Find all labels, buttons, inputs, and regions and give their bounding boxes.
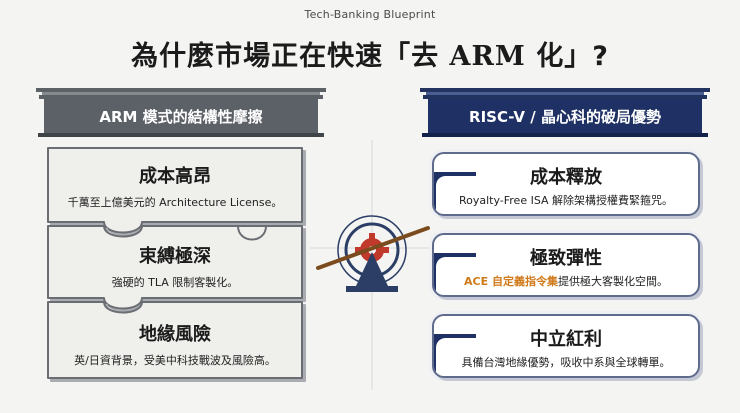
left-header-label: ARM 模式的結構性摩擦 <box>44 99 318 133</box>
left-item-2-title: 束縛極深 <box>139 246 211 267</box>
puzzle-side-tab <box>237 225 267 241</box>
card-notch-1 <box>434 172 476 214</box>
right-item-2-desc: ACE 自定義指令集提供極大客製化空間。 <box>434 273 698 289</box>
right-item-3-desc: 具備台灣地緣優勢，吸收中系與全球轉單。 <box>461 356 671 369</box>
title-prefix: 為什麼市場正在快速「去 <box>131 41 450 72</box>
right-header: RISC-V / 晶心科的破局優勢 <box>420 88 710 140</box>
left-item-1-desc: 千萬至上億美元的 Architecture License。 <box>67 196 283 209</box>
left-item-2-desc: 強硬的 TLA 限制客製化。 <box>111 276 239 289</box>
card-notch-3 <box>434 334 476 376</box>
right-card-3: 中立紅利 具備台灣地緣優勢，吸收中系與全球轉單。 <box>432 314 700 378</box>
right-item-2-desc-rest: 提供極大客製化空間。 <box>557 275 668 288</box>
title-arm: ARM <box>449 41 526 72</box>
puzzle-piece-1 <box>47 147 303 234</box>
card-notch-2 <box>434 253 476 295</box>
left-item-3-desc: 英/日資背景，受美中科技戰波及風險高。 <box>74 354 276 367</box>
right-header-label: RISC-V / 晶心科的破局優勢 <box>428 99 702 133</box>
page-title: 為什麼市場正在快速「去 ARM 化」? <box>0 34 740 73</box>
right-card-1: 成本釋放 Royalty-Free ISA 解除架構授權費緊箍咒。 <box>432 152 700 216</box>
left-header: ARM 模式的結構性摩擦 <box>36 88 326 140</box>
right-item-1-desc: Royalty-Free ISA 解除架構授權費緊箍咒。 <box>458 194 674 207</box>
right-item-2-title: 極致彈性 <box>530 248 602 269</box>
left-item-1: 成本高昂 千萬至上億美元的 Architecture License。 <box>50 162 300 210</box>
left-item-1-title: 成本高昂 <box>139 166 211 187</box>
left-item-3-title: 地緣風險 <box>139 324 211 345</box>
right-item-3-title: 中立紅利 <box>530 329 602 350</box>
right-item-1-title: 成本釋放 <box>530 167 602 188</box>
lever-icon <box>316 226 430 292</box>
left-item-2: 束縛極深 強硬的 TLA 限制客製化。 <box>50 242 300 290</box>
title-suffix: 化」? <box>525 41 609 72</box>
brand-label: Tech-Banking Blueprint <box>304 8 436 21</box>
puzzle-piece-2 <box>47 225 303 310</box>
left-item-3: 地緣風險 英/日資背景，受美中科技戰波及風險高。 <box>50 320 300 368</box>
ace-highlight: ACE 自定義指令集 <box>464 275 558 288</box>
puzzle-piece-3 <box>47 301 303 379</box>
right-card-2: 極致彈性 ACE 自定義指令集提供極大客製化空間。 <box>432 233 700 297</box>
